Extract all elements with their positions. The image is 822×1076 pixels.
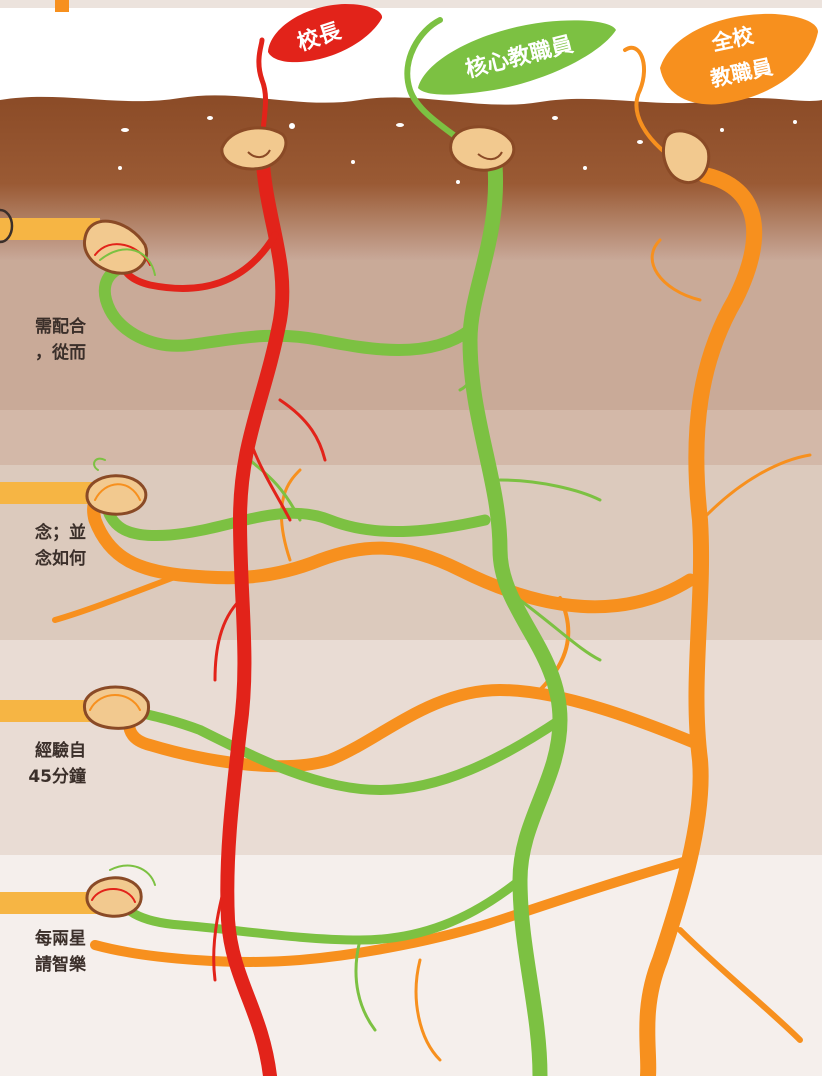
paragraph-1-line-2: ，從而 xyxy=(35,343,86,363)
leaf-icon xyxy=(418,20,616,95)
seeds xyxy=(82,125,711,918)
paragraph-1-line-1: 需配合 xyxy=(35,317,86,337)
leaf-principal: 校長 xyxy=(268,4,383,63)
seed-icon xyxy=(449,125,516,172)
paragraph-2-line-1: 念；並 xyxy=(35,523,86,543)
leaf-icon xyxy=(268,4,383,63)
paragraph-4-line-2: 請智樂 xyxy=(35,955,86,975)
seed-icon xyxy=(82,685,150,730)
leaf-all-staff: 全校 教職員 xyxy=(660,13,818,105)
seed-icon xyxy=(220,126,288,171)
leaf-icon xyxy=(660,13,818,105)
paragraph-2-line-2: 念如何 xyxy=(35,549,86,569)
seed-icon xyxy=(662,129,711,185)
core-staff-roots xyxy=(98,17,602,1076)
paragraph-3-line-2: 45分鐘 xyxy=(28,767,86,787)
section-bars xyxy=(0,218,100,914)
paragraph-3-line-1: 經驗自 xyxy=(35,741,86,761)
paragraph-4-line-1: 每兩星 xyxy=(35,929,86,949)
section-marker-icon xyxy=(55,0,69,12)
seed-icon xyxy=(85,474,148,516)
soil-layer-3 xyxy=(0,640,822,855)
circle-badge-edge xyxy=(0,208,14,244)
all-staff-roots xyxy=(52,45,812,1076)
seed-icon xyxy=(85,876,143,918)
